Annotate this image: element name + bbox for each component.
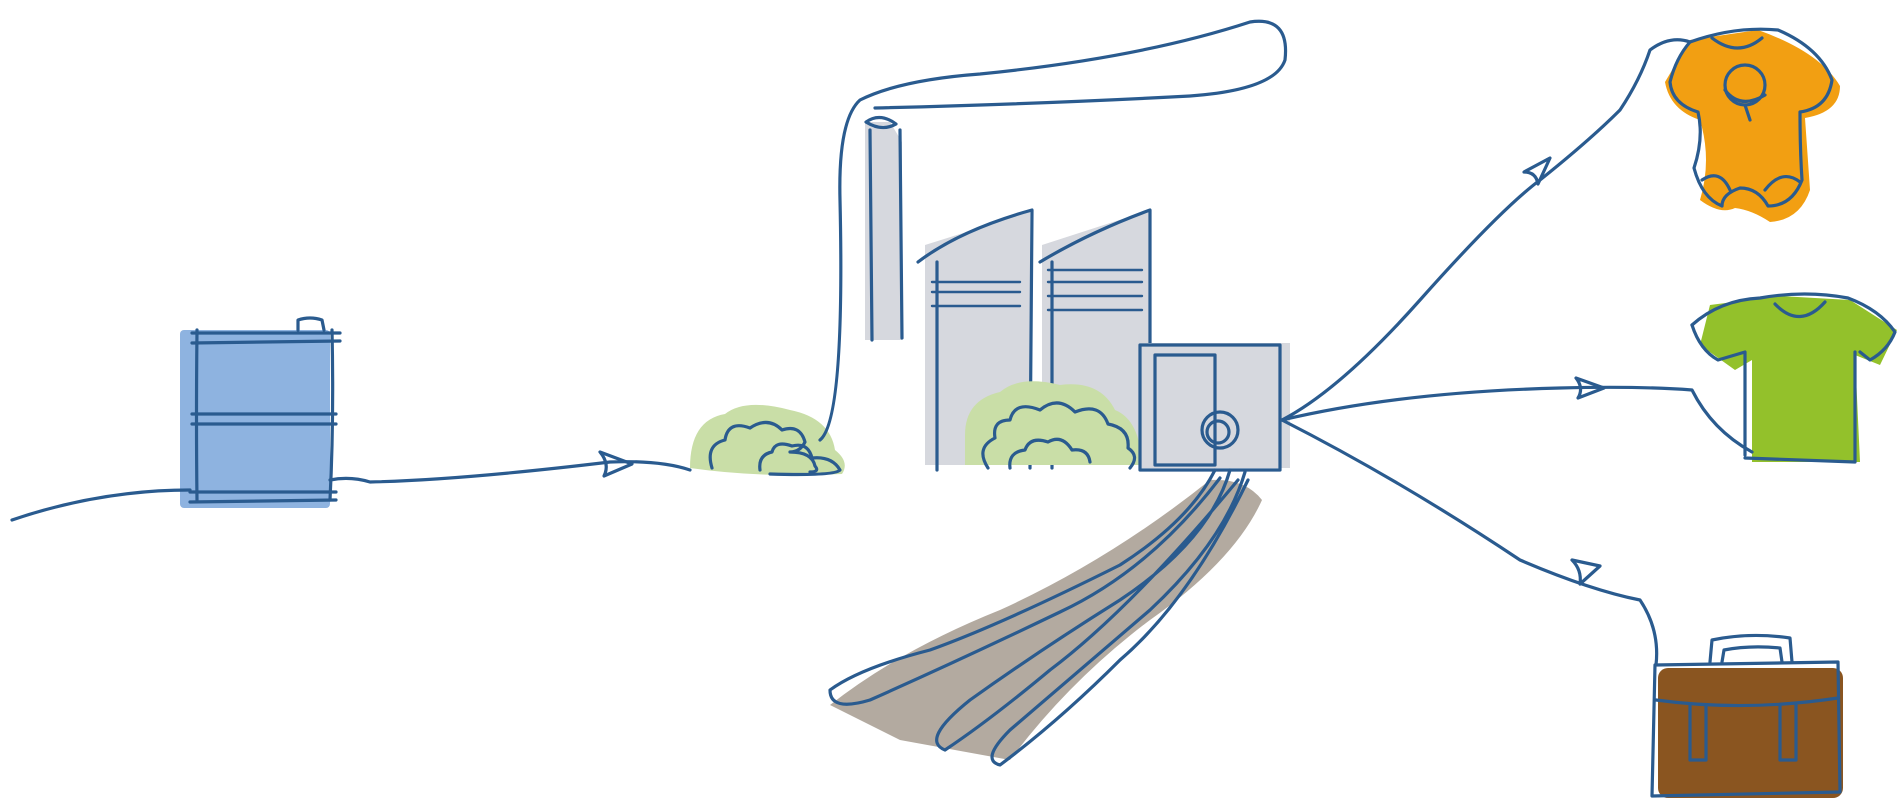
polluted-river-icon	[830, 470, 1262, 765]
arrow-icon	[600, 452, 632, 476]
factory-icon	[865, 117, 1290, 470]
t-shirt-icon	[1692, 294, 1897, 462]
arrow-icon	[1524, 158, 1550, 184]
oil-barrel-icon	[180, 318, 340, 508]
briefcase-icon	[1652, 635, 1843, 798]
baby-onesie-icon	[1665, 29, 1840, 222]
